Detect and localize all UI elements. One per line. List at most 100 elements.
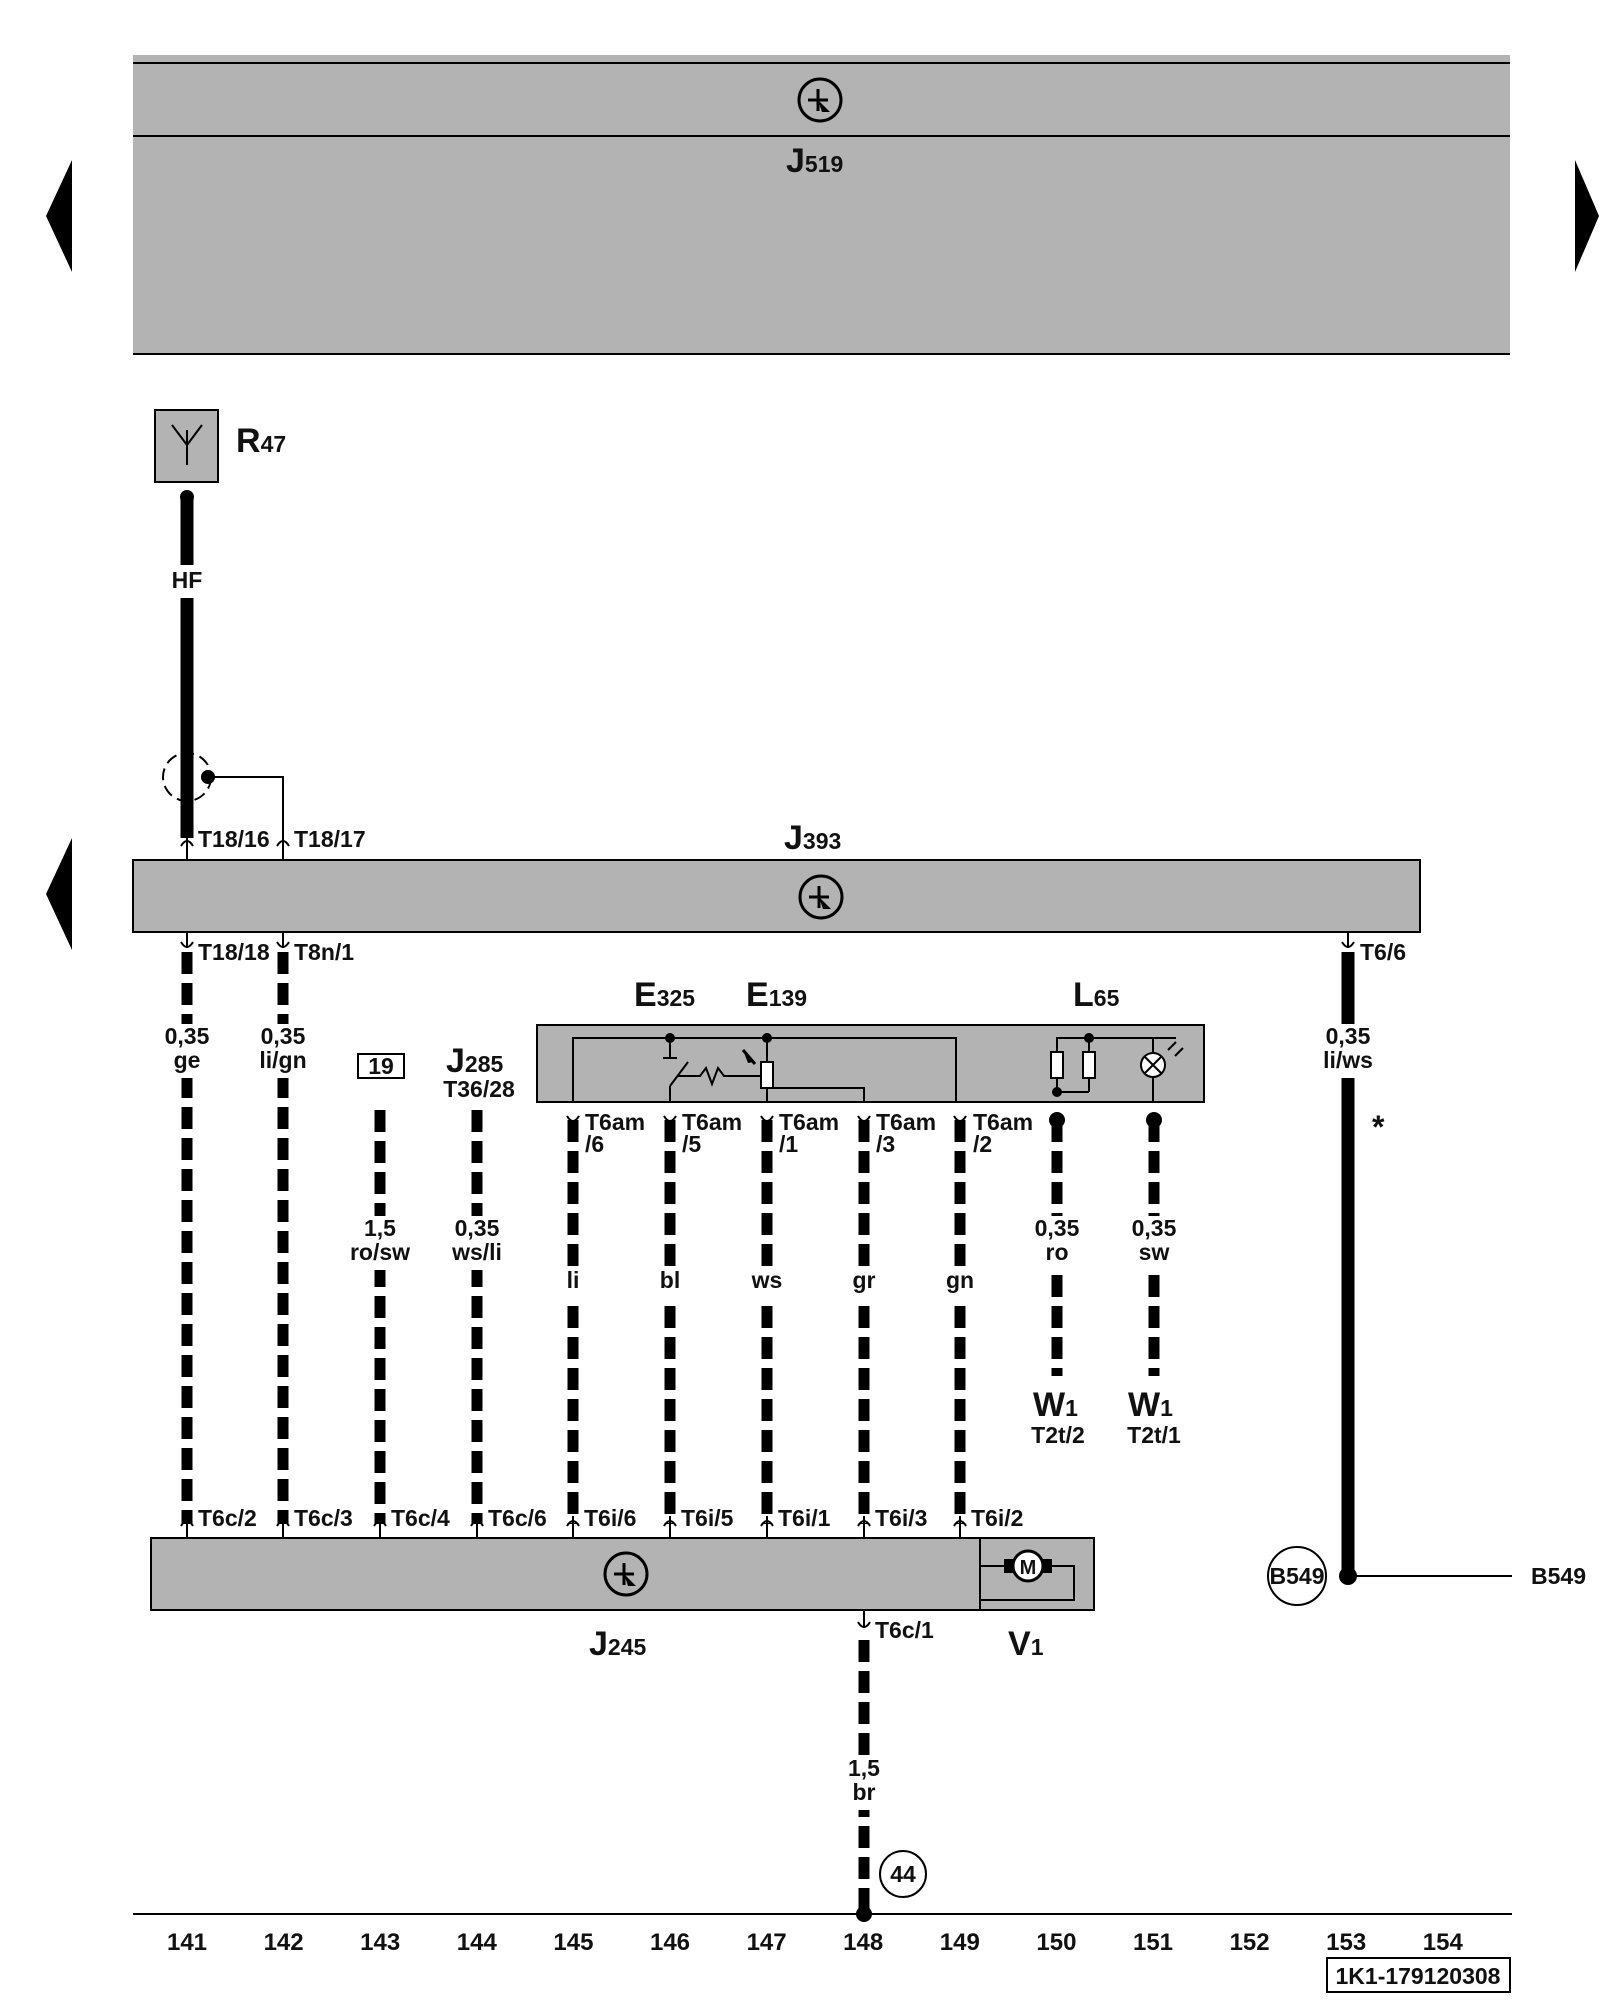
- wire-label-bg: [1124, 1216, 1184, 1270]
- wire-label: br: [853, 1779, 876, 1805]
- wire-label: 0,35: [455, 1215, 500, 1241]
- column-number: 141: [167, 1929, 207, 1956]
- b549-label: B549: [1531, 1563, 1586, 1589]
- pin-label: T6c/4: [391, 1505, 450, 1531]
- wire-label-bg: [737, 1268, 797, 1298]
- wire-label-bg: [157, 1024, 217, 1078]
- wire-label: 0,35: [1035, 1215, 1080, 1241]
- control-unit-icon: [603, 1551, 649, 1597]
- antenna-icon: [171, 424, 203, 465]
- pin-label: T6i/5: [681, 1505, 734, 1531]
- wire-label: li/ws: [1323, 1047, 1373, 1073]
- pin-t6am-5: T6am/5: [682, 1109, 742, 1157]
- column-number: 147: [747, 1929, 787, 1956]
- switch-e325-icon: [663, 1033, 746, 1102]
- j393-module: J393 T18/16 T18/17 T18/18 T8n/1 T6/6: [132, 819, 1421, 965]
- wire-label: li: [567, 1267, 580, 1293]
- motor-icon: M: [980, 1549, 1075, 1601]
- wire-label-bg: [834, 1268, 894, 1298]
- pin-hook: [470, 1520, 484, 1527]
- pin-hook: [857, 1115, 871, 1122]
- wire-label: ws/li: [451, 1239, 502, 1265]
- ref-box-19: 19: [357, 1053, 405, 1079]
- wire-label: li/gn: [259, 1047, 306, 1073]
- pin-t18-16: T18/16: [198, 826, 270, 852]
- column-number: 148: [843, 1929, 883, 1956]
- wire-label: gr: [853, 1267, 876, 1293]
- wire-label: ro: [1046, 1239, 1069, 1265]
- w1-right-label: W1: [1128, 1386, 1173, 1424]
- wire-label-bg: [834, 1756, 894, 1810]
- column-number: 153: [1326, 1929, 1366, 1956]
- wire-label: 0,35: [1326, 1023, 1371, 1049]
- pin-label: T6c/2: [198, 1505, 257, 1531]
- wire-label: ro/sw: [350, 1239, 410, 1265]
- lamp-l65-icon: [1050, 1033, 1184, 1102]
- e139-label: E139: [746, 976, 807, 1014]
- wire-label-bg: [1318, 1024, 1378, 1078]
- pin-label: T6c/3: [294, 1505, 353, 1531]
- wire-label: sw: [1139, 1239, 1170, 1265]
- wire-label: bl: [660, 1267, 680, 1293]
- switch-box-pins: T6am/6 T6am/5 T6am/1 T6am/3 T6am/2: [585, 1109, 1033, 1157]
- wire-label: 0,35: [1132, 1215, 1177, 1241]
- doc-id: 1K1-179120308: [1336, 1963, 1501, 1989]
- pin-t6c-1: T6c/1: [875, 1617, 934, 1643]
- antenna-r47: R47: [154, 409, 286, 483]
- pin-hook: [180, 1520, 194, 1527]
- j245-module: M J245 V1: [150, 1537, 1095, 1663]
- page-next-arrow-icon[interactable]: [1575, 160, 1599, 272]
- switch-lamp-box: E325 E139 L65: [536, 976, 1205, 1103]
- shield-icon: [162, 752, 284, 838]
- v1-label: V1: [1008, 1625, 1044, 1663]
- pin-t6-6: T6/6: [1360, 939, 1406, 965]
- svg-text:44: 44: [890, 1861, 916, 1887]
- hf-label: HF: [172, 567, 203, 593]
- pin-t6am-1: T6am/1: [779, 1109, 839, 1157]
- j519-label: J519: [786, 142, 843, 180]
- j519-module: J519: [133, 55, 1510, 355]
- wire-label-bg: [930, 1268, 990, 1298]
- column-number: 149: [940, 1929, 980, 1956]
- l65-label: L65: [1073, 976, 1120, 1014]
- wire-label-bg: [350, 1216, 410, 1270]
- pin-t18-17: T18/17: [294, 826, 366, 852]
- pin-hook: [663, 1520, 677, 1527]
- wire-label: ge: [174, 1047, 201, 1073]
- wire-label-bg: [543, 1268, 603, 1298]
- page-prev-arrow-2-icon[interactable]: [46, 838, 72, 950]
- column-number: 152: [1230, 1929, 1270, 1956]
- wire-label: 1,5: [364, 1215, 396, 1241]
- pin-hook: [566, 1115, 580, 1122]
- column-number: 144: [457, 1929, 498, 1956]
- page-prev-arrow-icon[interactable]: [46, 160, 72, 272]
- wire-label: 0,35: [261, 1023, 306, 1049]
- r47-label: R47: [236, 422, 286, 460]
- pin-label: T6i/1: [778, 1505, 831, 1531]
- column-number: 143: [360, 1929, 400, 1956]
- pin-t8n-1: T8n/1: [294, 939, 354, 965]
- hf-cable: HF: [162, 490, 284, 838]
- pin-label: T6i/2: [971, 1505, 1023, 1531]
- pin-hook: [566, 1520, 580, 1527]
- wire-label: ws: [751, 1267, 783, 1293]
- column-number: 142: [264, 1929, 304, 1956]
- column-number: 151: [1133, 1929, 1173, 1956]
- pin-hook: [857, 1520, 871, 1527]
- pin-t6am-6: T6am/6: [585, 1109, 645, 1157]
- w1-right-connector: T2t/1: [1127, 1422, 1181, 1448]
- j245-label: J245: [589, 1625, 647, 1663]
- pin-t6am-2: T6am/2: [973, 1109, 1033, 1157]
- pin-t6am-3: T6am/3: [876, 1109, 936, 1157]
- doc-id-box: 1K1-179120308: [1326, 1957, 1511, 1993]
- motor-symbol: M: [1020, 1557, 1037, 1579]
- column-number: 150: [1036, 1929, 1076, 1956]
- column-number: 154: [1423, 1929, 1464, 1956]
- pin-hook: [760, 1115, 774, 1122]
- wire-label: 1,5: [848, 1755, 880, 1781]
- wire-label-bg: [447, 1216, 507, 1270]
- pin-hook: [276, 1520, 290, 1527]
- ground-ref-44: 44: [856, 1850, 927, 1922]
